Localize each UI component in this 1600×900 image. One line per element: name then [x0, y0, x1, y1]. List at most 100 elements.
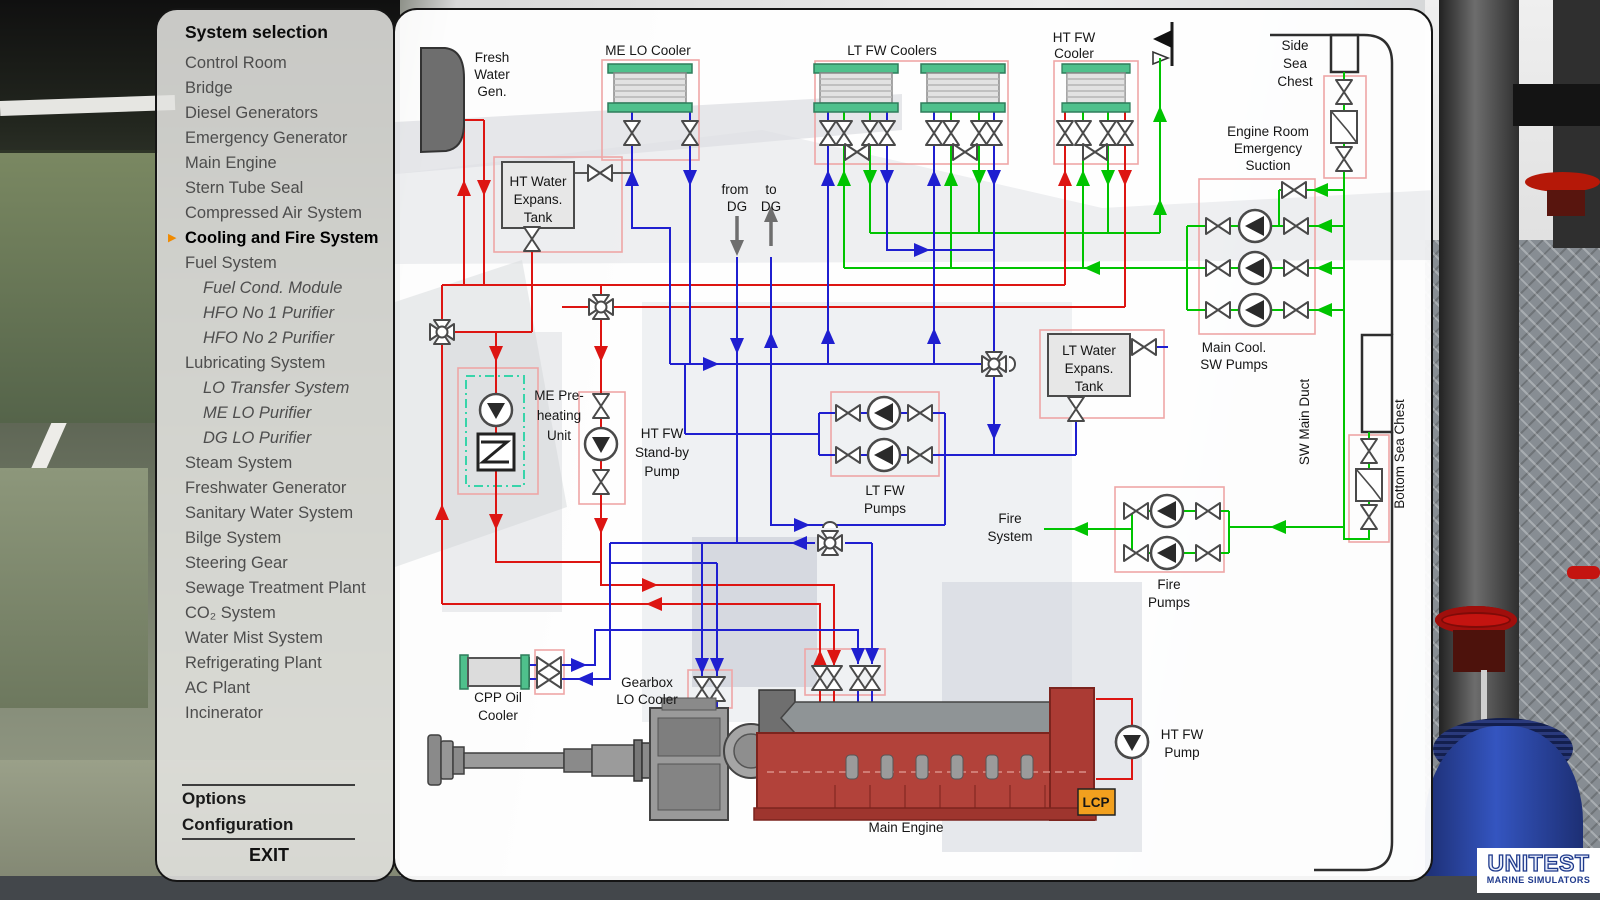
green-machinery: [0, 150, 158, 423]
sidebar-item-ac-plant[interactable]: AC Plant: [157, 676, 393, 701]
fire-pump-2[interactable]: [1149, 535, 1185, 571]
ship-hull-outline: [1270, 33, 1394, 872]
sidebar-item-fuel-system[interactable]: Fuel System: [157, 251, 393, 276]
exit-button[interactable]: EXIT: [248, 845, 289, 865]
sidebar-item-compressed-air-system[interactable]: Compressed Air System: [157, 201, 393, 226]
sidebar-item-refrigerating-plant[interactable]: Refrigerating Plant: [157, 651, 393, 676]
svg-text:Chest: Chest: [1277, 74, 1313, 89]
lcp-label: LCP: [1083, 795, 1110, 810]
sidebar-item-steering-gear[interactable]: Steering Gear: [157, 551, 393, 576]
sidebar-item-co-system[interactable]: CO₂ System: [157, 601, 393, 626]
sidebar-item-fuel-cond-module[interactable]: Fuel Cond. Module: [157, 276, 393, 301]
svg-text:Expans.: Expans.: [514, 192, 563, 207]
sidebar-item-label: Freshwater Generator: [185, 479, 347, 497]
main-cool-sw-pump-1[interactable]: [1237, 208, 1273, 244]
sidebar-item-bridge[interactable]: Bridge: [157, 76, 393, 101]
cpp-oil-cooler-label: CPP Oil: [474, 690, 522, 705]
sidebar-item-label: CO₂ System: [185, 604, 276, 622]
preheater-icon[interactable]: [476, 432, 516, 472]
side-sea-chest-inlet: [1329, 33, 1360, 74]
svg-text:Pump: Pump: [1164, 745, 1199, 760]
divider: [182, 838, 355, 840]
fire-pump-1[interactable]: [1149, 493, 1185, 529]
sidebar-item-label: Water Mist System: [185, 629, 323, 647]
sidebar-item-lubricating-system[interactable]: Lubricating System: [157, 351, 393, 376]
sidebar-item-me-lo-purifier[interactable]: ME LO Purifier: [157, 401, 393, 426]
sidebar-item-steam-system[interactable]: Steam System: [157, 451, 393, 476]
lt-water-expans-tank-label: LT Water: [1062, 343, 1116, 358]
me-lo-cooler[interactable]: [607, 63, 693, 113]
main-cool-sw-pump-2[interactable]: [1237, 250, 1273, 286]
cooling-and-fire-system-diagram-panel: LCP Fresh Water Gen. ME LO Cooler LT FW …: [393, 8, 1433, 882]
sidebar-item-hfo-no-2-purifier[interactable]: HFO No 2 Purifier: [157, 326, 393, 351]
fresh-water-generator[interactable]: [420, 47, 465, 154]
sidebar-item-water-mist-system[interactable]: Water Mist System: [157, 626, 393, 651]
sidebar-item-bilge-system[interactable]: Bilge System: [157, 526, 393, 551]
lt-water-expansion-tank[interactable]: [1047, 333, 1131, 397]
sidebar-item-diesel-generators[interactable]: Diesel Generators: [157, 101, 393, 126]
ht-fw-pump-icon[interactable]: [1114, 724, 1150, 760]
ht-fw-standby-pump-label: HT FW: [641, 426, 684, 441]
sw-main-duct-label: SW Main Duct: [1297, 379, 1312, 466]
sidebar-item-main-engine[interactable]: Main Engine: [157, 151, 393, 176]
sidebar-item-sanitary-water-system[interactable]: Sanitary Water System: [157, 501, 393, 526]
to-dg-label: to: [765, 182, 776, 197]
svg-text:DG: DG: [761, 199, 781, 214]
sidebar-item-stern-tube-seal[interactable]: Stern Tube Seal: [157, 176, 393, 201]
main-cool-sw-pump-3[interactable]: [1237, 292, 1273, 328]
ht-water-expansion-tank[interactable]: [501, 161, 575, 229]
valve-body: [1453, 630, 1505, 672]
me-preheating-unit[interactable]: [476, 392, 516, 472]
from-dg-label: from: [722, 182, 749, 197]
valve-stem: [1481, 670, 1487, 750]
me-preheating-unit-label: ME Pre-: [534, 388, 584, 403]
sidebar-item-lo-transfer-system[interactable]: LO Transfer System: [157, 376, 393, 401]
configuration-button[interactable]: Configuration: [182, 815, 294, 834]
fresh-water-gen-label: Fresh: [475, 50, 510, 65]
svg-text:Pumps: Pumps: [864, 501, 906, 516]
lcp-badge[interactable]: LCP: [1077, 788, 1116, 816]
sidebar-item-label: Refrigerating Plant: [185, 654, 322, 672]
sidebar-item-control-room[interactable]: Control Room: [157, 51, 393, 76]
svg-text:Tank: Tank: [524, 210, 553, 225]
sidebar-item-label: Main Engine: [185, 154, 277, 172]
sea-chest-strainer-icon[interactable]: [1330, 110, 1358, 144]
lt-fw-cooler-1[interactable]: [813, 63, 899, 113]
sidebar-item-sewage-treatment-plant[interactable]: Sewage Treatment Plant: [157, 576, 393, 601]
sidebar-item-dg-lo-purifier[interactable]: DG LO Purifier: [157, 426, 393, 451]
sidebar-item-label: Sewage Treatment Plant: [185, 579, 366, 597]
main-engine-illustration[interactable]: [427, 687, 1097, 821]
ht-water-expans-tank-label: HT Water: [509, 174, 567, 189]
svg-text:Pumps: Pumps: [1148, 595, 1190, 610]
sidebar-item-hfo-no-1-purifier[interactable]: HFO No 1 Purifier: [157, 301, 393, 326]
lt-fw-pump-1[interactable]: [866, 395, 902, 431]
svg-text:Expans.: Expans.: [1065, 361, 1114, 376]
lt-fw-cooler-2[interactable]: [920, 63, 1006, 113]
unitest-logo: UNITEST MARINE SIMULATORS: [1477, 848, 1600, 893]
options-button[interactable]: Options: [182, 789, 247, 808]
sea-chest-strainer-icon[interactable]: [1355, 468, 1383, 502]
sidebar-item-incinerator[interactable]: Incinerator: [157, 701, 393, 726]
divider: [182, 784, 355, 786]
svg-text:SW Pumps: SW Pumps: [1200, 357, 1268, 372]
main-engine-label: Main Engine: [868, 820, 943, 835]
sidebar-item-label: DG LO Purifier: [203, 429, 312, 447]
main-cool-sw-pumps-label: Main Cool.: [1202, 340, 1267, 355]
ht-fw-cooler[interactable]: [1061, 63, 1131, 113]
lt-fw-pump-2[interactable]: [866, 437, 902, 473]
active-item-arrow-icon: ▶: [168, 232, 177, 244]
sidebar-item-emergency-generator[interactable]: Emergency Generator: [157, 126, 393, 151]
logo-subtitle: MARINE SIMULATORS: [1486, 875, 1591, 885]
sidebar-item-freshwater-generator[interactable]: Freshwater Generator: [157, 476, 393, 501]
ht-fw-standby-pump[interactable]: [583, 426, 619, 462]
svg-text:DG: DG: [727, 199, 747, 214]
preheat-pump-icon[interactable]: [478, 392, 514, 428]
svg-text:Gen.: Gen.: [477, 84, 506, 99]
ht-fw-pump-label: HT FW: [1161, 727, 1204, 742]
cpp-oil-cooler[interactable]: [459, 654, 530, 690]
white-pipe: [0, 94, 176, 117]
me-lo-cooler-label: ME LO Cooler: [605, 43, 691, 58]
sidebar-item-label: Stern Tube Seal: [185, 179, 304, 197]
svg-text:Emergency: Emergency: [1234, 141, 1303, 156]
sidebar-item-cooling-and-fire-system[interactable]: ▶Cooling and Fire System: [157, 226, 393, 251]
